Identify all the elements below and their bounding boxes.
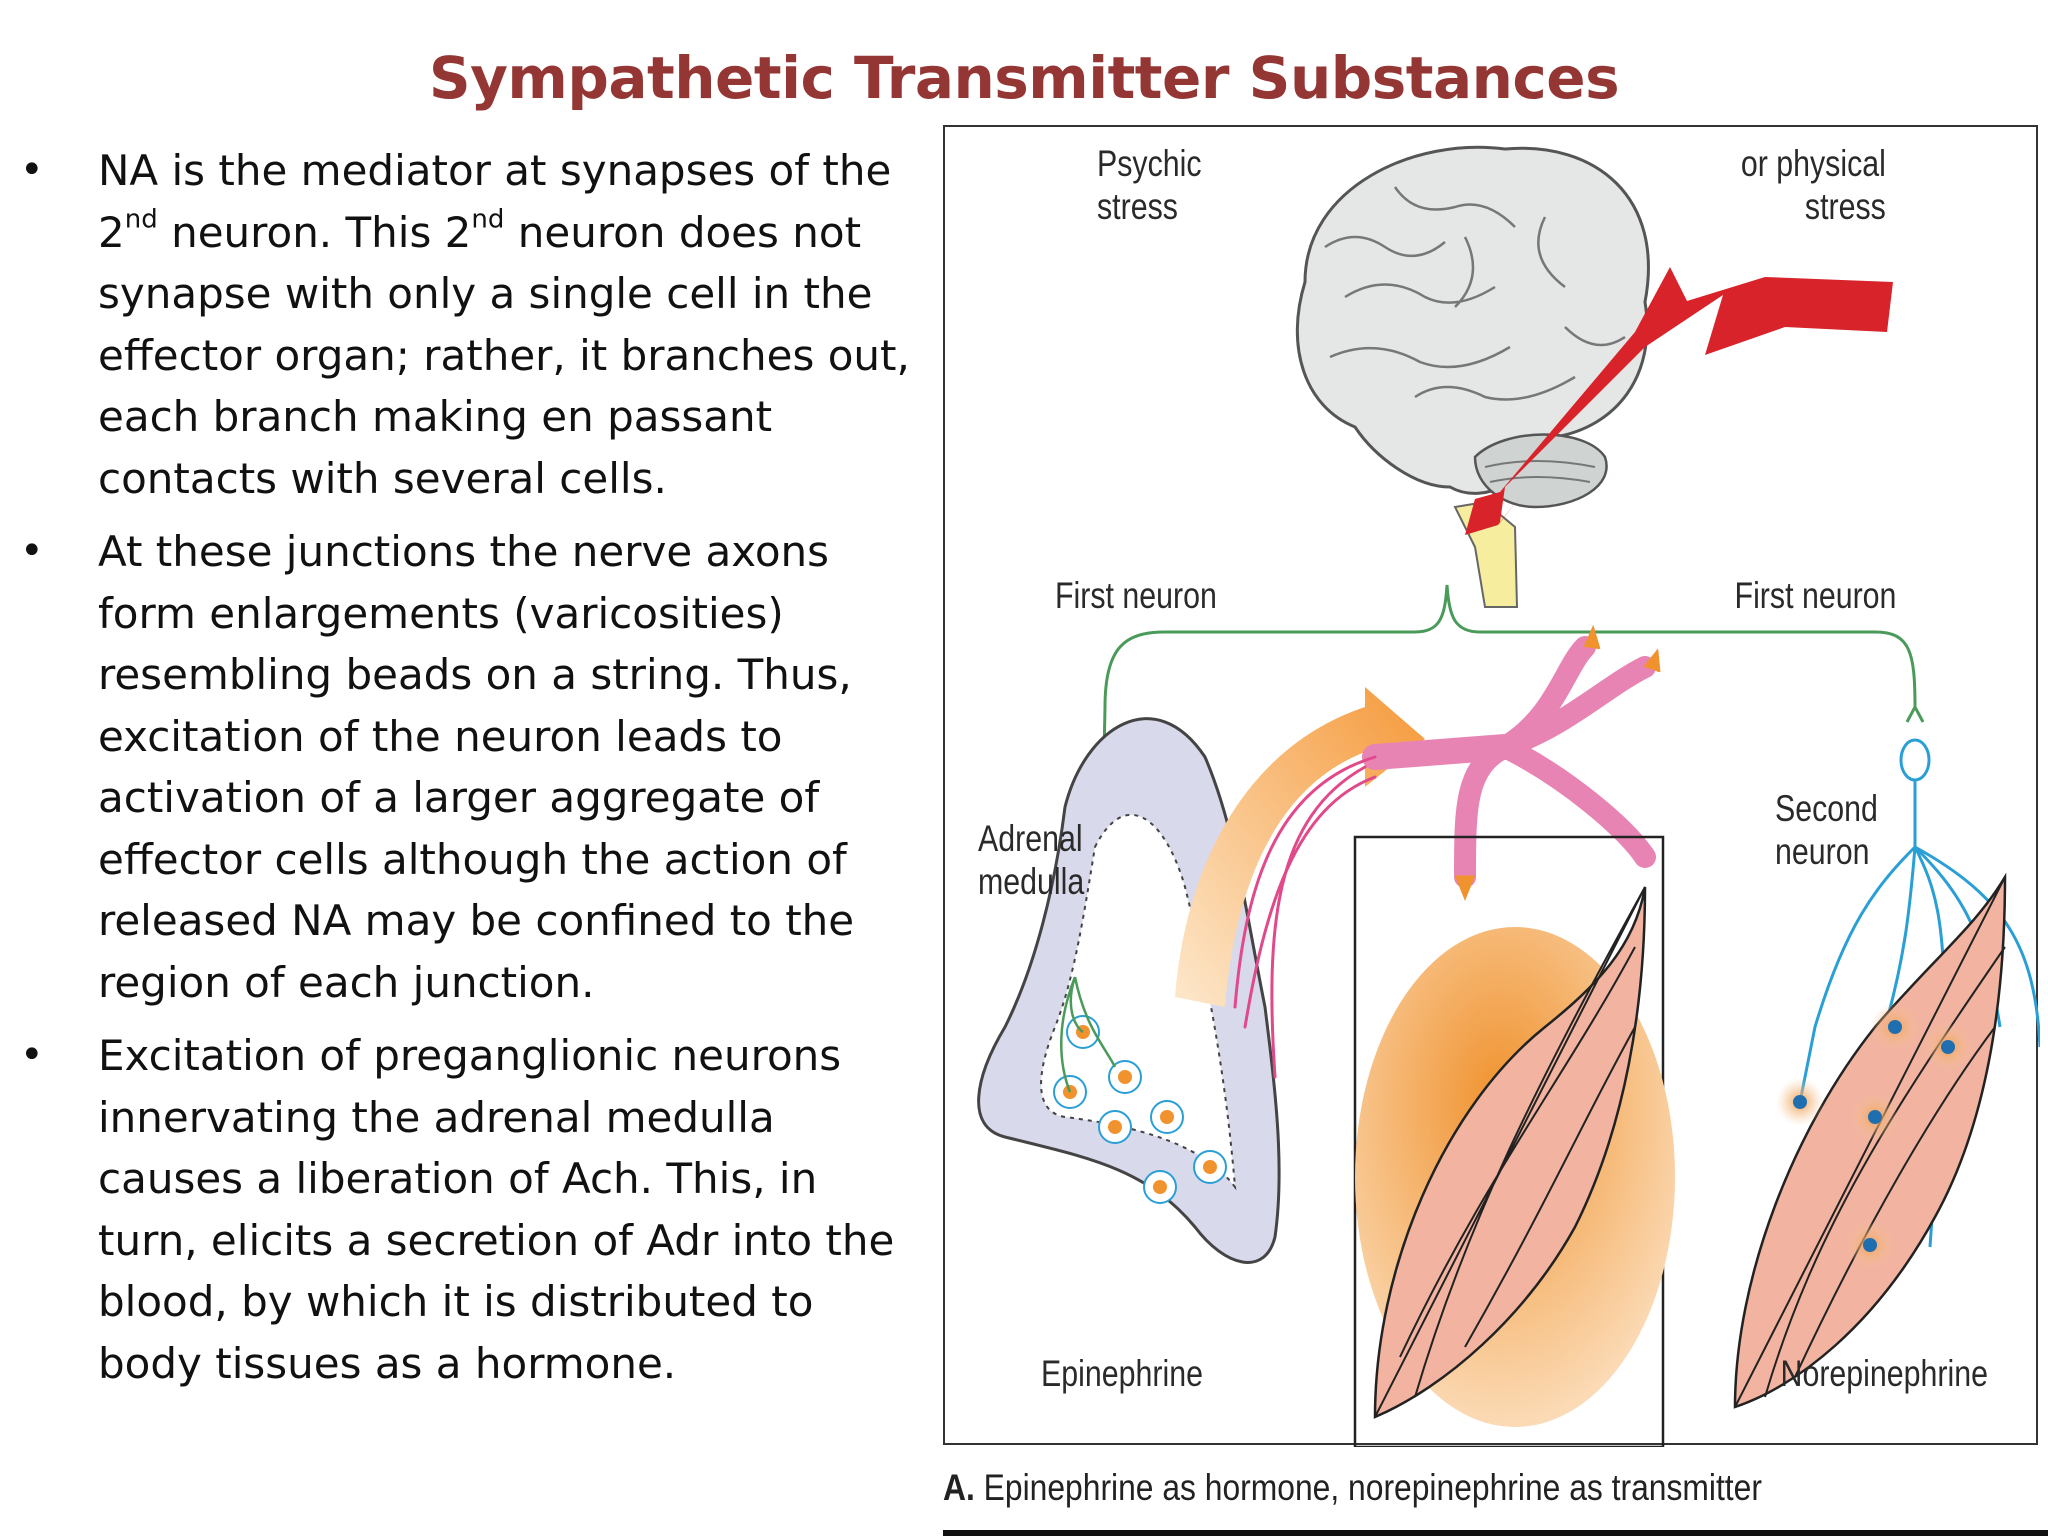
figure-illustration bbox=[977, 145, 2040, 1447]
label-first-neuron-left: First neuron bbox=[1055, 575, 1217, 616]
bullet-marker: • bbox=[20, 1032, 44, 1078]
bullet-3-text: Excitation of preganglionic neurons inne… bbox=[98, 1031, 895, 1388]
figure-caption: A. Epinephrine as hormone, norepinephrin… bbox=[943, 1467, 1762, 1508]
label-psychic-stress: Psychic stress bbox=[1097, 143, 1202, 227]
bullet-1-text-c: neuron does not synapse with only a sing… bbox=[98, 207, 910, 503]
adrenal-cells bbox=[1053, 976, 1227, 1204]
bullet-list: • NA is the mediator at synapses of the … bbox=[0, 140, 930, 1406]
bullet-item-3: • Excitation of preganglionic neurons in… bbox=[0, 1025, 930, 1394]
bullet-marker: • bbox=[20, 528, 44, 574]
label-epinephrine: Epinephrine bbox=[1041, 1353, 1203, 1394]
bullet-1-text-b: neuron. This 2 bbox=[157, 207, 472, 257]
superscript: nd bbox=[124, 204, 158, 234]
brain-icon bbox=[1295, 145, 1650, 608]
varicosities bbox=[1776, 1003, 1972, 1269]
bottom-rule bbox=[943, 1530, 2048, 1536]
hormone-flow bbox=[1175, 687, 1425, 1007]
superscript: nd bbox=[471, 204, 505, 234]
bullet-marker: • bbox=[20, 147, 44, 193]
bullet-item-1: • NA is the mediator at synapses of the … bbox=[0, 140, 930, 509]
label-adrenal-medulla: Adrenal medulla bbox=[978, 818, 1085, 902]
bullet-item-2: • At these junctions the nerve axons for… bbox=[0, 521, 930, 1013]
slide-title: Sympathetic Transmitter Substances bbox=[428, 44, 1620, 112]
label-physical-stress: or physical stress bbox=[1740, 143, 1886, 227]
label-first-neuron-right: First neuron bbox=[1734, 575, 1896, 616]
physiology-figure: Psychic stress or physical stress First … bbox=[943, 125, 2040, 1447]
label-second-neuron: Second neuron bbox=[1775, 788, 1878, 872]
bullet-2-text: At these junctions the nerve axons form … bbox=[98, 527, 855, 1007]
first-neuron-path bbox=[1103, 584, 1917, 708]
stress-arrow-icon bbox=[1465, 267, 1893, 535]
bullet-1-text-a: NA is the mediator at synapses of the 2 bbox=[98, 146, 892, 257]
label-norepinephrine: Norepinephrine bbox=[1780, 1353, 1988, 1394]
blood-vessel bbox=[1233, 636, 1656, 1079]
